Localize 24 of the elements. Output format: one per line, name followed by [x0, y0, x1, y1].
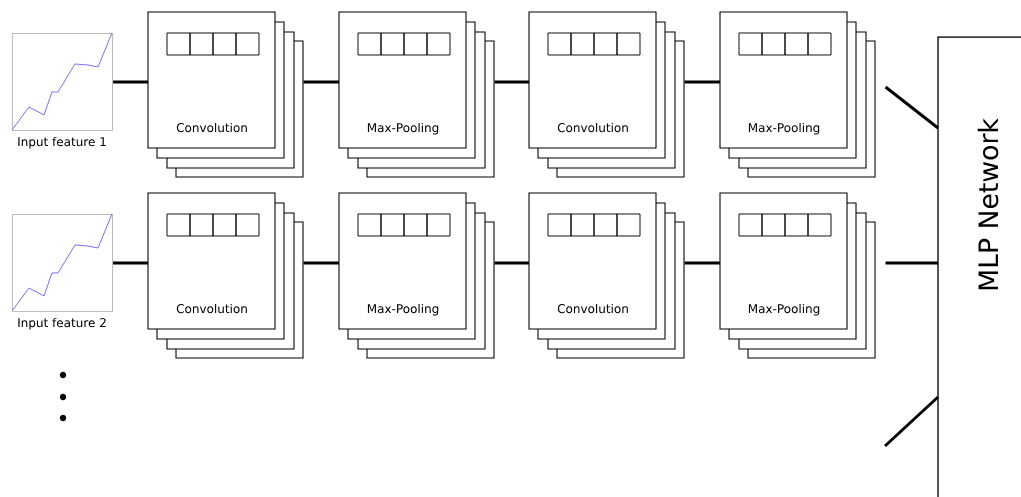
- layer-stack: Max-Pooling: [338, 11, 495, 178]
- layer-stack: Convolution: [147, 192, 304, 359]
- connector-line: [684, 80, 720, 84]
- connector-line: [303, 261, 339, 265]
- connector-line: [884, 85, 939, 130]
- connector-line: [113, 80, 148, 84]
- input-chart: Input feature 1: [11, 32, 114, 149]
- node-label: Input feature 2: [18, 317, 106, 330]
- connector-line: [494, 261, 529, 265]
- layer-stack: Max-Pooling: [719, 192, 876, 359]
- layer-stack: Convolution: [147, 11, 304, 178]
- connector-line: [494, 80, 529, 84]
- connector-line: [303, 80, 339, 84]
- input-chart: Input feature 2: [11, 213, 114, 330]
- node-label: Input feature 1: [18, 136, 106, 149]
- layer-stack: Convolution: [528, 11, 685, 178]
- connector-line: [684, 261, 720, 265]
- connector-line: [113, 261, 148, 265]
- connector-line: [884, 395, 939, 448]
- connector-line: [885, 261, 938, 265]
- layer-stack: Max-Pooling: [719, 11, 876, 178]
- network-block: MLP Network: [937, 36, 1021, 497]
- layer-stack: Max-Pooling: [338, 192, 495, 359]
- layer-stack: Convolution: [528, 192, 685, 359]
